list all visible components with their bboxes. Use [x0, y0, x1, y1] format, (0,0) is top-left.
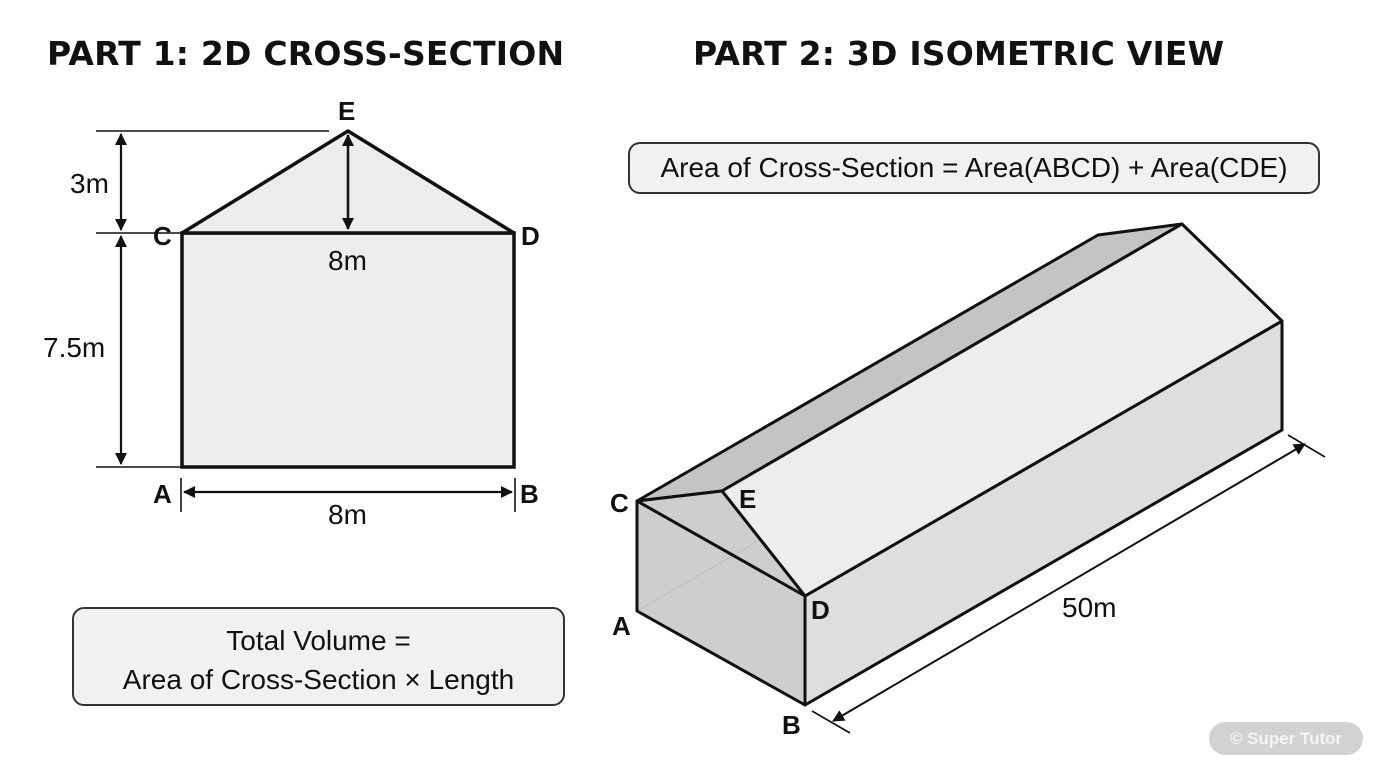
length-label: 50m — [1062, 592, 1116, 623]
length-dimension — [832, 443, 1306, 722]
length-extension-near — [811, 710, 851, 734]
vertex-c-3d: C — [610, 488, 629, 518]
prism-3d: C E D A B 50m — [610, 222, 1326, 740]
vertex-d-3d: D — [811, 595, 830, 625]
volume-formula-line1: Total Volume = — [226, 625, 411, 656]
roof-height-label: 3m — [70, 168, 109, 199]
part2-heading: PART 2: 3D ISOMETRIC VIEW — [693, 34, 1225, 73]
edge-cd-3d — [636, 499, 806, 598]
watermark-badge: © Super Tutor — [1209, 722, 1363, 755]
cross-section-formula: Area of Cross-Section = Area(ABCD) + Are… — [660, 152, 1288, 183]
vertex-d-2d: D — [521, 221, 540, 251]
volume-formula-line2: Area of Cross-Section × Length — [122, 664, 515, 695]
vertex-a-3d: A — [612, 611, 631, 641]
vertex-b-3d: B — [782, 710, 801, 740]
vertex-e-2d: E — [338, 96, 355, 126]
length-extension-far — [1287, 434, 1326, 458]
vertex-b-2d: B — [520, 479, 539, 509]
top-width-label: 8m — [328, 245, 367, 276]
volume-formula-box: Total Volume = Area of Cross-Section × L… — [72, 607, 565, 706]
end-face — [635, 489, 807, 707]
wall-height-label: 7.5m — [43, 332, 105, 363]
part1-heading: PART 1: 2D CROSS-SECTION — [47, 34, 565, 73]
vertex-a-2d: A — [153, 479, 172, 509]
cross-section-2d: E C D A B 3m 7.5m 8m 8m — [43, 96, 540, 530]
vertex-c-2d: C — [153, 221, 172, 251]
base-width-label: 8m — [328, 499, 367, 530]
vertex-e-3d: E — [739, 484, 756, 514]
cross-section-formula-box: Area of Cross-Section = Area(ABCD) + Are… — [628, 142, 1320, 194]
